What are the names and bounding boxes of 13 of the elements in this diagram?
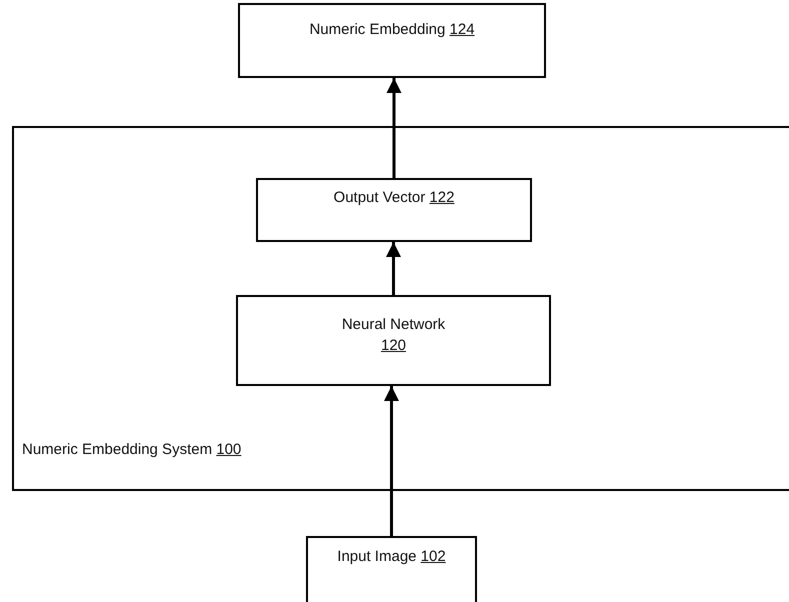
node-label: Input Image 102 — [336, 547, 447, 567]
process-box — [236, 295, 551, 386]
process-box — [238, 3, 546, 78]
process-box — [306, 536, 477, 602]
node-label: Output Vector 122 — [332, 188, 456, 208]
node-label: Neural Network 120 — [340, 315, 446, 356]
node-label: Numeric Embedding System 100 — [22, 440, 242, 460]
system-boundary-box — [12, 126, 789, 491]
arrow — [384, 386, 399, 536]
process-box — [256, 178, 532, 242]
node-label: Numeric Embedding 124 — [308, 20, 476, 40]
arrow — [386, 78, 402, 178]
arrow — [386, 242, 401, 295]
